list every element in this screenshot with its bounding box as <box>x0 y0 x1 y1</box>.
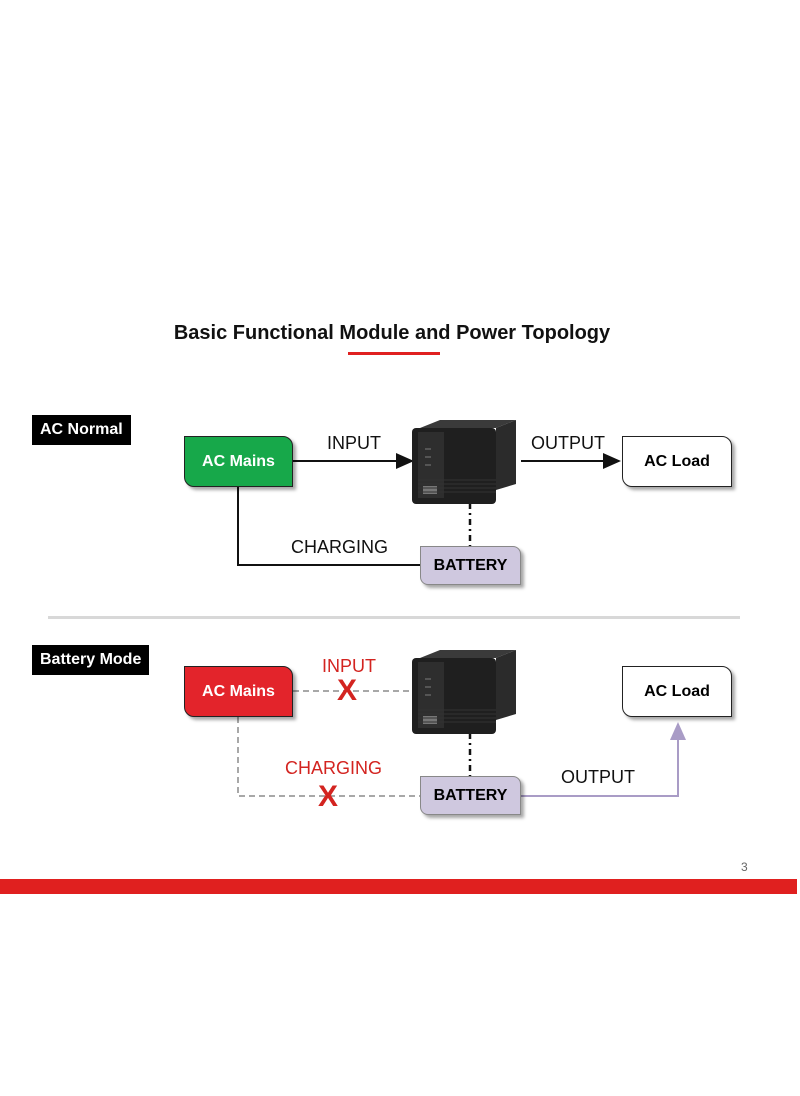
blocked-x-mark: X <box>337 674 358 707</box>
battery-mode-charging-line <box>237 717 420 797</box>
battery-mode-tag: Battery Mode <box>32 645 150 675</box>
input-label: INPUT <box>327 433 381 453</box>
normal-charging-line <box>237 487 420 566</box>
input-label: INPUT <box>322 656 376 676</box>
ac-load-box: AC Load <box>622 666 732 717</box>
output-label: OUTPUT <box>561 767 635 787</box>
charging-label: CHARGING <box>291 537 389 557</box>
ups-device-icon <box>412 420 516 504</box>
output-label: OUTPUT <box>531 433 605 453</box>
blocked-x-mark: X <box>318 780 339 813</box>
battery-box: BATTERY <box>420 546 521 585</box>
title-underline <box>348 352 440 355</box>
ac-mains-box: AC Mains <box>184 666 293 717</box>
footer-accent-bar <box>0 879 797 894</box>
section-divider <box>48 616 740 619</box>
page-title: Basic Functional Module and Power Topolo… <box>173 322 611 344</box>
charging-label: CHARGING <box>285 758 383 778</box>
ups-device-icon <box>412 650 516 734</box>
page-number: 3 <box>741 860 748 874</box>
battery-box: BATTERY <box>420 776 521 815</box>
battery-mode-output-line <box>521 722 686 797</box>
ac-mains-box: AC Mains <box>184 436 293 487</box>
ac-load-box: AC Load <box>622 436 732 487</box>
ac-normal-tag: AC Normal <box>32 415 131 445</box>
